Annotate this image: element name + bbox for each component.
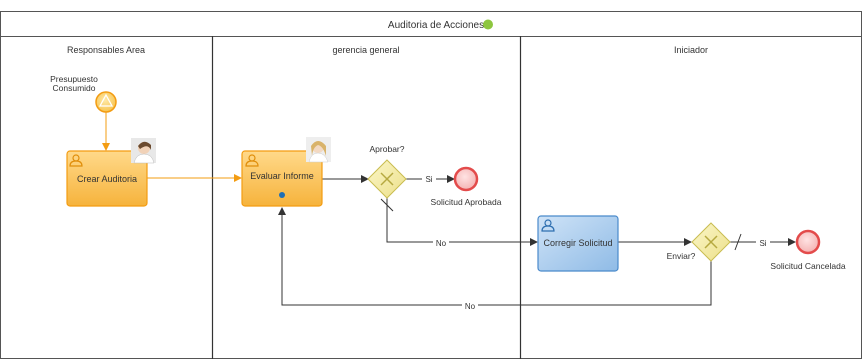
flow-label-no-enviar: No xyxy=(465,302,476,311)
gateway-aprobar[interactable] xyxy=(367,159,407,199)
task-corregir-solicitud[interactable]: Corregir Solicitud xyxy=(537,215,619,272)
end-event-label-cancelada: Solicitud Cancelada xyxy=(770,261,845,271)
end-event-solicitud-cancelada[interactable] xyxy=(795,229,821,255)
pool-status-indicator xyxy=(483,19,493,30)
task-crear-auditoria[interactable]: Crear Auditoria xyxy=(66,150,148,207)
boundary-marker-dot xyxy=(279,192,285,198)
task-evaluar-informe[interactable]: Evaluar Informe xyxy=(241,150,323,207)
gateway-label-aprobar: Aprobar? xyxy=(370,144,405,154)
user-icon xyxy=(245,154,259,167)
flow-enviar-no xyxy=(278,207,712,306)
flow-label-no-aprobar: No xyxy=(436,239,447,248)
pool-title: Auditoria de Acciones xyxy=(388,20,484,31)
start-event-presupuesto[interactable] xyxy=(95,91,117,113)
x-exclusive-icon xyxy=(380,172,394,186)
avatar-crear-auditoria xyxy=(131,138,156,164)
start-event-label-line1: Presupuesto xyxy=(50,74,98,84)
user-icon xyxy=(541,219,555,232)
task-label: Crear Auditoria xyxy=(77,174,137,184)
default-flow-marker-enviar xyxy=(734,233,742,251)
lane-header-responsables: Responsables Area xyxy=(67,45,145,55)
task-label: Corregir Solicitud xyxy=(543,238,612,248)
end-event-label-aprobada: Solicitud Aprobada xyxy=(431,197,502,207)
flow-label-si-enviar: Si xyxy=(759,239,766,248)
lane-header-gerencia: gerencia general xyxy=(332,45,399,55)
start-event-label-line2: Consumido xyxy=(53,83,96,93)
avatar-evaluar-informe xyxy=(306,137,331,163)
flow-aprobar-no xyxy=(386,198,538,246)
gateway-enviar[interactable] xyxy=(691,222,731,262)
gateway-label-enviar: Enviar? xyxy=(667,251,696,261)
x-exclusive-icon xyxy=(704,235,718,249)
lane-header-iniciador: Iniciador xyxy=(674,45,708,55)
default-flow-marker-aprobar xyxy=(380,198,394,212)
user-icon xyxy=(69,154,83,167)
triangle-signal-icon xyxy=(98,93,114,107)
end-event-solicitud-aprobada[interactable] xyxy=(453,166,479,192)
task-label: Evaluar Informe xyxy=(250,171,314,181)
flow-label-si-aprobar: Si xyxy=(425,175,432,184)
